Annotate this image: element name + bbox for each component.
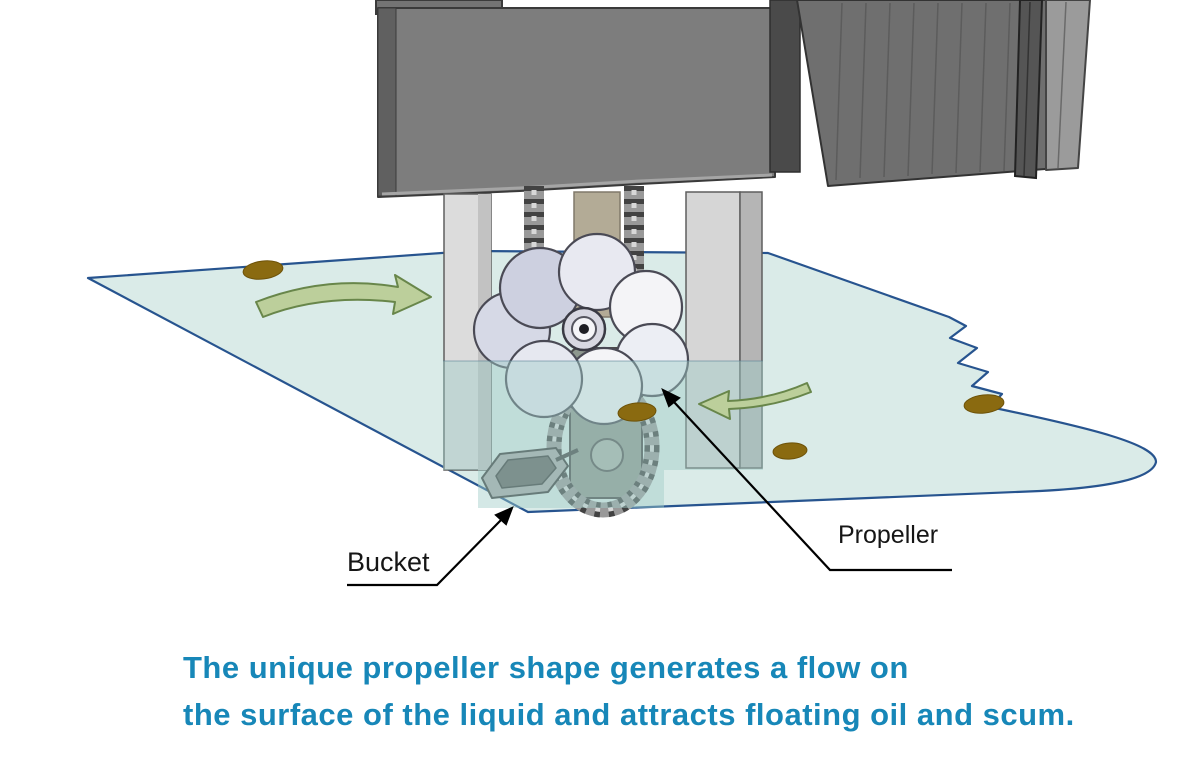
propeller-callout-arrowhead [661,387,681,408]
propeller-hub-center [579,324,589,334]
bucket-label: Bucket [347,547,430,577]
propeller-callout-line [673,401,952,572]
bucket [481,447,579,499]
right-assembly-hatching [835,2,1011,181]
oil-spots [242,260,1005,460]
machine-housing-bottom-lip [381,173,773,196]
oil-spot [772,442,808,460]
underwater-tint [443,361,763,508]
caption-line-2: the surface of the liquid and attracts f… [183,697,1075,732]
machine-housing-side [377,7,397,197]
machine-joint [769,0,801,173]
support-legs [443,191,763,471]
right-outer-plate-edge [1057,1,1067,169]
flow-arrow-right [698,382,812,420]
bucket-opening [495,455,557,489]
caption-line-1: The unique propeller shape generates a f… [183,650,909,685]
machine-body [375,0,1091,198]
oil-spot [963,394,1005,414]
propeller-callout: Propeller [661,387,952,572]
bucket-arm [555,448,579,462]
right-outer-plate [1045,0,1091,171]
caption: The unique propeller shape generates a f… [183,644,1173,738]
flow-arrow-left [255,274,432,318]
bucket-callout: Bucket [347,506,514,587]
oil-spot [242,260,284,280]
drive-rod-hatch [1023,1,1031,177]
right-leg-front [685,191,741,469]
drive-rod [1013,0,1044,180]
machine-housing-front [377,7,776,198]
bucket-callout-line [347,519,502,587]
flow-arrows [255,274,812,420]
propeller-blade [504,339,584,419]
propeller [472,232,690,426]
housing-hole [590,438,624,472]
propeller-label: Propeller [838,521,938,549]
oil-spot [617,402,657,422]
bucket-callout-arrowhead [494,506,514,526]
